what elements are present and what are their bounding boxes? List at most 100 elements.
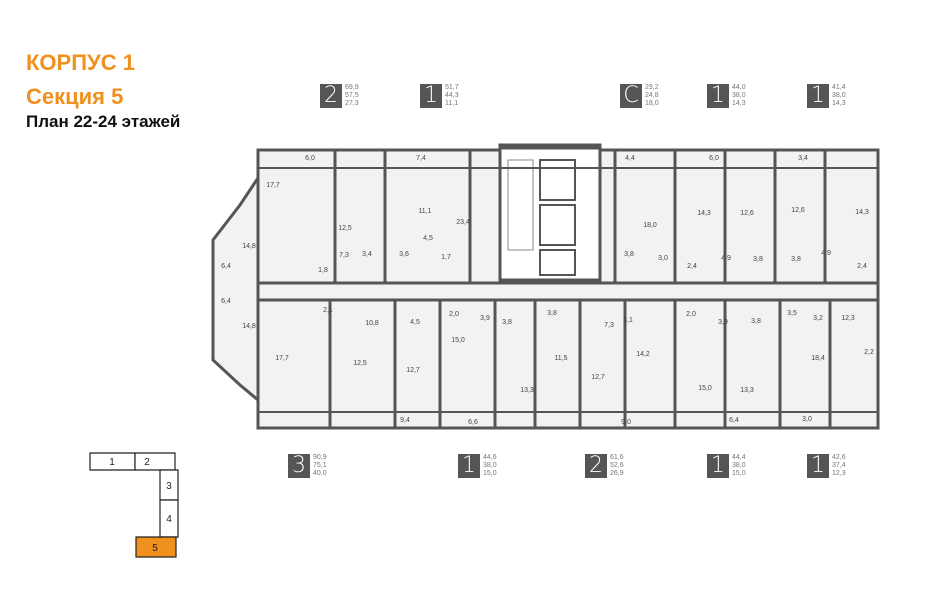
room-area-label: 9,0 xyxy=(621,419,631,426)
room-area-label: 11,1 xyxy=(418,208,431,215)
room-area-label: 3,1 xyxy=(623,317,633,324)
room-area-label: 4,9 xyxy=(721,255,731,262)
room-area-label: 17,7 xyxy=(275,355,289,362)
key-plan-section-label: 2 xyxy=(144,457,150,468)
room-area-label: 15,0 xyxy=(451,337,465,344)
room-area-label: 3,0 xyxy=(658,255,668,262)
building-title: КОРПУС 1 xyxy=(26,50,135,75)
room-area-label: 2,4 xyxy=(857,263,867,270)
room-area-label: 12,3 xyxy=(841,315,855,322)
room-area-label: 2,0 xyxy=(686,311,696,318)
room-area-label: 12,7 xyxy=(406,367,420,374)
room-area-label: 4,4 xyxy=(625,155,635,162)
room-area-label: 3,4 xyxy=(798,155,808,162)
room-area-label: 14,8 xyxy=(242,243,256,250)
key-plan-section-label: 4 xyxy=(166,514,172,525)
key-plan-section xyxy=(134,452,176,471)
room-area-label: 3,8 xyxy=(547,310,557,317)
room-count: 1 xyxy=(420,84,442,108)
room-count: 1 xyxy=(458,454,480,478)
room-area-label: 14,8 xyxy=(242,323,256,330)
key-plan-section xyxy=(135,536,177,558)
room-count: 1 xyxy=(807,84,829,108)
room-area-label: 4,5 xyxy=(423,235,433,242)
room-area-label: 10,8 xyxy=(365,320,379,327)
room-area-label: 3,8 xyxy=(791,256,801,263)
elevator xyxy=(539,249,576,276)
room-count: 3 xyxy=(288,454,310,478)
room-count: 1 xyxy=(707,454,729,478)
room-area-label: 3,8 xyxy=(753,256,763,263)
room-area-label: 3,9 xyxy=(718,319,728,326)
room-area-label: 12,7 xyxy=(591,374,605,381)
room-area-label: 1,7 xyxy=(441,254,451,261)
room-count: 1 xyxy=(707,84,729,108)
room-count: С xyxy=(620,84,642,108)
floors-title: План 22-24 этажей xyxy=(26,112,181,131)
key-plan-section-label: 5 xyxy=(152,543,158,554)
room-area-label: 6,0 xyxy=(305,155,315,162)
room-area-label: 3,5 xyxy=(787,310,797,317)
room-area-label: 3,4 xyxy=(362,251,372,258)
room-area-label: 6,6 xyxy=(468,419,478,426)
room-area-label: 12,5 xyxy=(353,360,367,367)
room-area-label: 9,4 xyxy=(400,417,410,424)
room-area-label: 13,3 xyxy=(740,387,754,394)
room-area-label: 6,4 xyxy=(221,298,231,305)
room-area-label: 2,4 xyxy=(687,263,697,270)
room-area-label: 12,6 xyxy=(740,210,754,217)
room-area-label: 12,6 xyxy=(791,207,805,214)
room-area-label: 6,4 xyxy=(221,263,231,270)
room-area-label: 14,2 xyxy=(636,351,650,358)
room-area-label: 3,9 xyxy=(480,315,490,322)
room-area-label: 3,8 xyxy=(502,319,512,326)
room-area-label: 14,3 xyxy=(697,210,711,217)
room-area-label: 3,8 xyxy=(624,251,634,258)
room-count: 2 xyxy=(320,84,342,108)
room-area-label: 15,0 xyxy=(698,385,712,392)
key-plan-section xyxy=(159,499,179,538)
room-count: 2 xyxy=(585,454,607,478)
room-area-label: 7,3 xyxy=(339,252,349,259)
room-area-label: 4,9 xyxy=(821,250,831,257)
room-area-label: 3,6 xyxy=(399,251,409,258)
room-area-label: 7,4 xyxy=(416,155,426,162)
room-area-label: 13,3 xyxy=(520,387,534,394)
room-area-label: 6,4 xyxy=(729,417,739,424)
room-area-label: 7,3 xyxy=(604,322,614,329)
room-area-label: 3,8 xyxy=(751,318,761,325)
room-area-label: 23,4 xyxy=(456,219,470,226)
room-area-label: 18,0 xyxy=(643,222,657,229)
room-area-label: 1,8 xyxy=(318,267,328,274)
room-area-label: 18,4 xyxy=(811,355,825,362)
key-plan-section-label: 1 xyxy=(109,457,115,468)
room-area-label: 4,5 xyxy=(410,319,420,326)
core xyxy=(498,146,602,282)
room-area-label: 2,1 xyxy=(323,307,333,314)
elevator xyxy=(539,204,576,246)
room-area-label: 12,5 xyxy=(338,225,352,232)
room-area-label: 11,5 xyxy=(554,355,567,362)
room-area-label: 2,0 xyxy=(449,311,459,318)
